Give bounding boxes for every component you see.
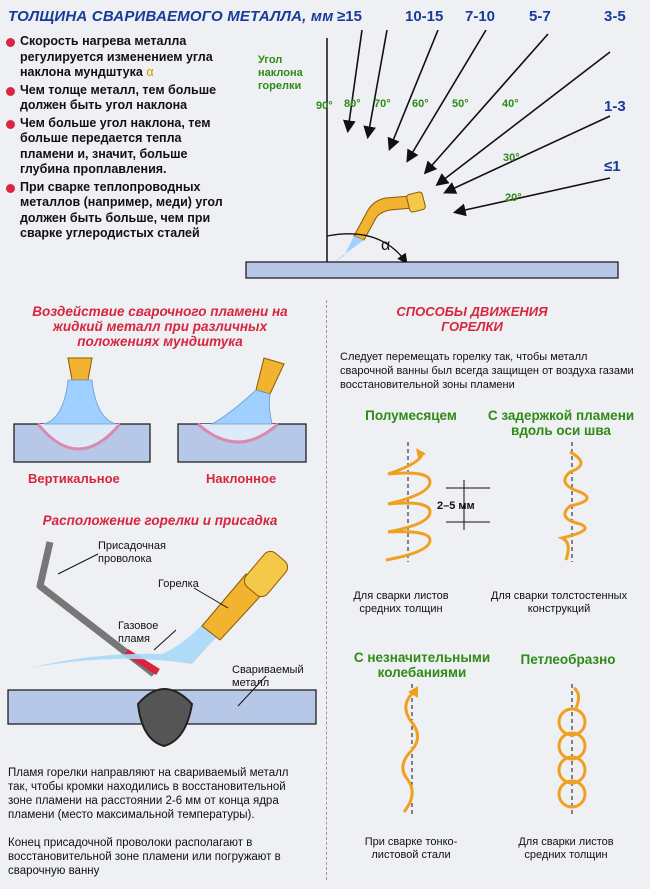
angle-arrow — [342, 30, 363, 134]
angle-arrow — [452, 177, 611, 217]
angle-arrow — [387, 30, 439, 151]
angle-arc — [326, 233, 408, 265]
bullet-item: Скорость нагрева металла регулируется из… — [6, 34, 238, 81]
thickness-label-4: 5-7 — [529, 8, 551, 25]
vertical-flame-illustration — [13, 357, 151, 463]
oscillation-motion-path — [401, 690, 419, 813]
thickness-label-5: 3-5 — [604, 8, 626, 25]
inclined-flame-illustration — [177, 357, 307, 463]
angle-70: 70° — [374, 98, 391, 110]
angle-30: 30° — [503, 152, 520, 164]
section-divider — [326, 300, 328, 880]
movement-section-title: СПОСОБЫ ДВИЖЕНИЯ ГОРЕЛКИ — [396, 304, 548, 334]
torch-icon — [334, 191, 426, 262]
label-filler-wire: Присадочная проволока — [98, 540, 166, 565]
bullet-item: Чем толще металл, тем больше должен быть… — [6, 83, 238, 114]
weld-pool — [136, 688, 194, 748]
filler-wire-icon — [36, 541, 157, 677]
angle-label: Угол наклона горелки — [258, 54, 303, 92]
torch-position-diagram — [7, 541, 317, 748]
angle-arrow — [443, 115, 611, 194]
dimension-label: 2–5 мм — [437, 500, 475, 512]
flame-section-title: Воздействие сварочного пламени на жидкий… — [32, 304, 288, 349]
bullet-list: Скорость нагрева металла регулируется из… — [6, 34, 238, 244]
crescent-motion-path — [385, 451, 432, 562]
label-metal: Свариваемый металл — [232, 664, 304, 689]
angle-80: 80° — [344, 98, 361, 110]
flame-diagram — [13, 357, 307, 463]
base-plate — [245, 261, 619, 279]
thickness-label-2: 10-15 — [405, 8, 444, 25]
motion-diagrams-bottom — [401, 684, 587, 814]
method-2-name: С задержкой пламени вдоль оси шва — [487, 408, 635, 438]
movement-intro: Следует перемещать горелку так, чтобы ме… — [340, 351, 634, 391]
torch-icon — [201, 550, 289, 641]
angle-90: 90° — [316, 100, 333, 112]
position-text-2: Конец присадочной проволоки располагают … — [8, 837, 281, 877]
thickness-label-7: ≤1 — [604, 158, 621, 175]
angle-arrow — [423, 33, 549, 175]
loop-motion-path — [557, 779, 587, 809]
angle-diagram — [245, 30, 619, 279]
method-4-name: Петлеобразно — [520, 652, 616, 667]
method-3-name: С незначитель­ными колебаниями — [353, 650, 491, 680]
label-inclined: Наклонное — [206, 471, 277, 486]
bullet-item: Чем больше угол наклона, тем больше пере… — [6, 116, 238, 178]
alpha-symbol: α — [381, 237, 391, 254]
position-section-title: Расположение горелки и присадка — [42, 513, 278, 528]
thickness-label-1: ≥15 — [337, 8, 362, 25]
thickness-label-3: 7-10 — [465, 8, 496, 25]
angle-60: 60° — [412, 98, 429, 110]
angle-40: 40° — [502, 98, 519, 110]
bullet-item: При сварке теплопроводных металлов (напр… — [6, 180, 238, 242]
method-1-caption: Для сварки листов средних толщин — [353, 590, 449, 615]
motion-diagrams-top — [385, 442, 589, 562]
angle-50: 50° — [452, 98, 469, 110]
label-torch: Горелка — [158, 578, 199, 590]
label-vertical: Вертикальное — [28, 471, 120, 486]
angle-20: 20° — [505, 192, 522, 204]
header-title: ТОЛЩИНА СВАРИВАЕМОГО МЕТАЛЛА, мм — [8, 8, 334, 25]
method-3-caption: При сварке тонко­листовой стали — [364, 836, 458, 861]
angle-arrow — [363, 30, 388, 140]
angle-arrow — [435, 51, 611, 186]
label-gas-flame: Газовое пламя — [118, 620, 159, 645]
position-text-1: Пламя горелки направляют на свариваемый … — [8, 767, 289, 821]
method-2-caption: Для сварки толстостен­ных конструкций — [490, 590, 628, 615]
thickness-label-6: 1-3 — [604, 98, 626, 115]
method-4-caption: Для сварки листов средних толщин — [518, 836, 614, 861]
angle-arrow — [406, 30, 487, 163]
method-1-name: Полумесяцем — [365, 408, 457, 423]
delay-motion-path — [557, 450, 589, 561]
flame-cone — [30, 614, 226, 668]
